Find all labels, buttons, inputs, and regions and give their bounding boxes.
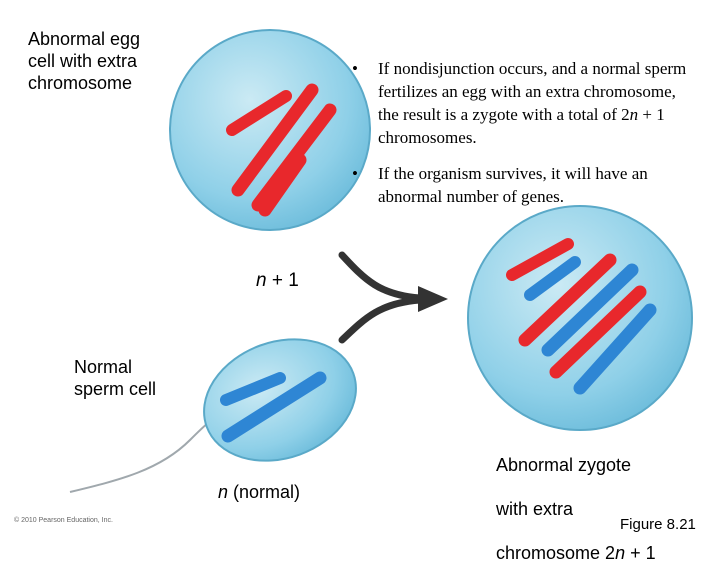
zygote-chromosomes xyxy=(506,238,657,395)
sperm-chromosomes xyxy=(220,371,327,443)
bullet-text-end: + 1 chromosomes. xyxy=(378,105,665,147)
n-plus-1-label: n + 1 xyxy=(256,270,299,292)
bullet-item: • If the organism survives, it will have … xyxy=(350,162,700,208)
egg-chromosomes xyxy=(226,83,337,217)
bullet-dot: • xyxy=(352,59,358,78)
egg-label: Abnormal egg cell with extra chromosome xyxy=(28,29,141,93)
explanation-bullets: • If nondisjunction occurs, and a normal … xyxy=(350,57,700,221)
zygote-label-line: Abnormal zygote xyxy=(496,455,632,475)
chromosome xyxy=(518,253,617,347)
chromosome xyxy=(573,303,657,395)
math-n: n xyxy=(615,543,626,563)
zygote-label: Abnormal zygote with extra chromosome 2n… xyxy=(496,432,656,586)
fertilization-arrow xyxy=(338,251,424,344)
bullet-n: n xyxy=(629,105,639,124)
chromosome xyxy=(258,153,307,217)
sperm-tail xyxy=(69,414,223,493)
sperm-label: Normal sperm cell xyxy=(74,357,157,399)
chromosome xyxy=(506,238,574,281)
zygote-label-line: chromosome 2n + 1 xyxy=(496,542,656,564)
math-rest: + 1 xyxy=(625,543,656,563)
bullet-text: If nondisjunction occurs, and a normal s… xyxy=(378,59,687,124)
math-rest: (normal) xyxy=(228,482,301,502)
bullet-dot: • xyxy=(352,164,358,183)
copyright: © 2010 Pearson Education, Inc. xyxy=(14,517,113,524)
chromosome xyxy=(524,256,581,301)
chromosome xyxy=(220,372,286,406)
chromosome xyxy=(226,90,292,136)
egg-cell xyxy=(169,29,371,231)
bullet-item: • If nondisjunction occurs, and a normal … xyxy=(350,57,700,149)
chromosome xyxy=(221,371,327,443)
figure-number: Figure 8.21 xyxy=(620,516,696,533)
zygote-label-line: with extra xyxy=(496,499,574,519)
math-rest: + 1 xyxy=(266,270,299,291)
chromosome xyxy=(231,83,319,197)
bullet-text: If the organism survives, it will have a… xyxy=(378,164,648,206)
chromosome xyxy=(549,285,647,379)
math-n: n xyxy=(256,270,267,291)
zygote-prefix: chromosome 2 xyxy=(496,543,616,563)
nondisjunction-diagram xyxy=(69,29,693,493)
arrowhead xyxy=(418,286,448,312)
math-n: n xyxy=(218,482,229,502)
n-normal-label: n (normal) xyxy=(218,482,300,503)
chromosome xyxy=(541,263,639,357)
